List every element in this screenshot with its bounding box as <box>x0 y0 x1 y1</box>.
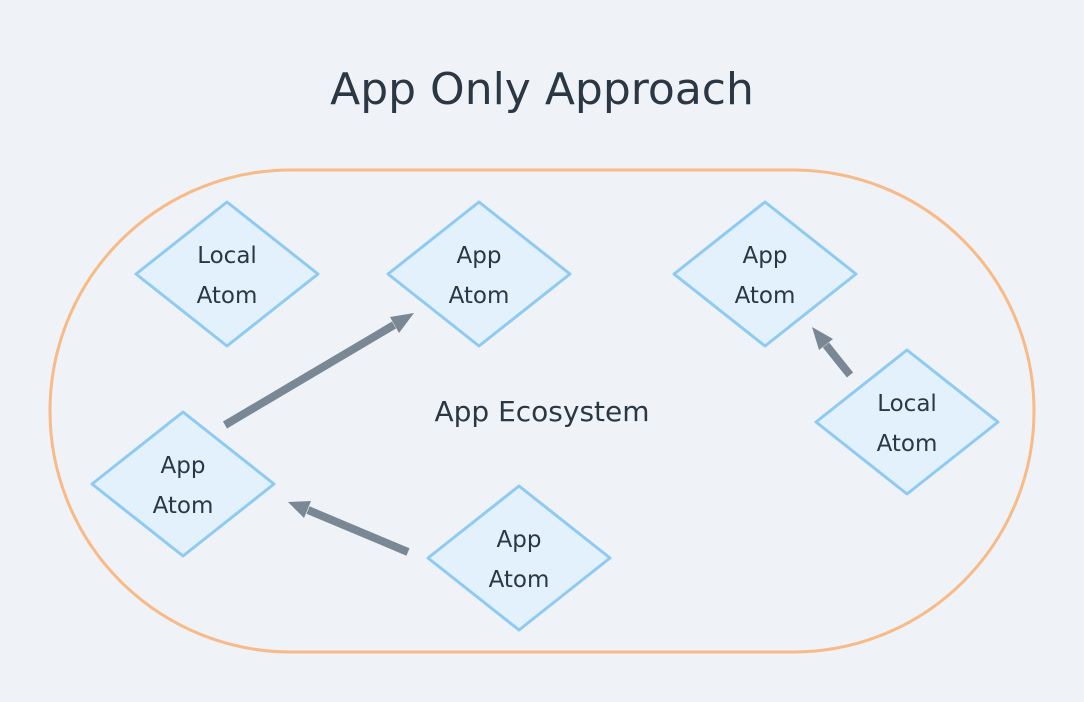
diagram-title: App Only Approach <box>330 64 754 115</box>
node-label: App <box>497 527 542 553</box>
node-label: Atom <box>197 283 258 309</box>
node-label: Atom <box>489 567 550 593</box>
node-label: Atom <box>735 283 796 309</box>
node-app-atom[interactable]: App Atom <box>426 484 612 632</box>
node-app-atom[interactable]: App Atom <box>90 410 276 558</box>
edge-n4-to-n2 <box>222 313 414 429</box>
node-local-atom[interactable]: Local Atom <box>814 348 1000 496</box>
node-label: Atom <box>877 431 938 457</box>
node-label: App <box>457 243 502 269</box>
node-label: Local <box>877 391 937 417</box>
node-label: Local <box>197 243 257 269</box>
node-app-atom[interactable]: App Atom <box>672 200 858 348</box>
node-label: Atom <box>153 493 214 519</box>
node-label: App <box>743 243 788 269</box>
node-local-atom[interactable]: Local Atom <box>134 200 320 348</box>
app-ecosystem-boundary <box>48 168 1036 654</box>
node-app-atom[interactable]: App Atom <box>386 200 572 348</box>
edge-n6-to-n4 <box>288 501 410 556</box>
node-label: App <box>161 453 206 479</box>
node-label: Atom <box>449 283 510 309</box>
edge-n5-to-n3 <box>812 327 854 378</box>
app-ecosystem-label: App Ecosystem <box>434 395 649 428</box>
